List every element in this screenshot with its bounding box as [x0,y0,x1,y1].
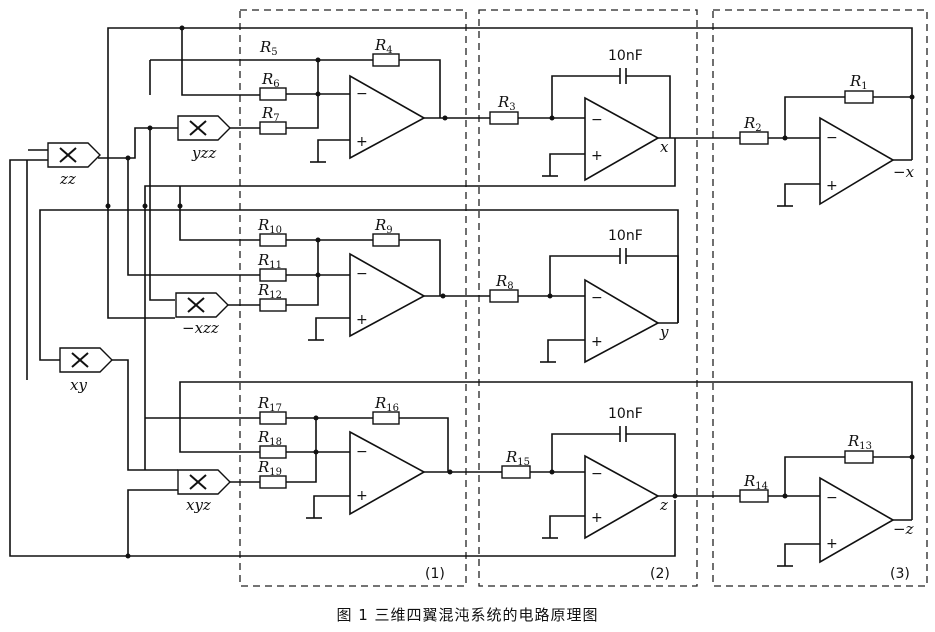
summer-x: − + R5 R6 R7 R4 [240,36,490,163]
integrator-y: − + R8 10nF y [489,228,679,364]
svg-text:−: − [826,130,838,146]
resistor-r11-label: R11 [257,251,282,271]
svg-text:−: − [591,466,603,482]
resistor-r6-label: R6 [261,70,280,90]
section-2-box [478,9,698,587]
resistor-r18-label: R18 [257,428,282,448]
svg-text:−: − [356,266,368,282]
svg-text:+: + [356,488,368,504]
resistor-r9-label: R9 [374,216,393,236]
multiplier-xyz: xyz [177,469,260,514]
svg-text:+: + [591,510,603,526]
svg-text:+: + [591,148,603,164]
svg-text:+: + [591,334,603,350]
multiplier-yzz-label: yzz [191,144,216,162]
output-y-label: y [659,323,669,341]
junction-dots [105,25,185,559]
multiplier-xzz: −xzz [175,292,260,337]
svg-text:+: + [356,312,368,328]
resistor-r3-label: R3 [497,93,516,113]
resistor-r13 [844,450,874,464]
resistor-r2 [739,131,769,145]
resistor-r8-label: R8 [495,272,514,292]
section-1-box [239,9,467,587]
integrator-x: − + R3 10nF x [489,48,740,182]
section-2-label: (2) [650,566,670,582]
figure-caption: 图 1 三维四翼混沌系统的电路原理图 [336,606,599,624]
svg-text:−: − [826,490,838,506]
multiplier-xy: xy [59,347,113,394]
resistor-r10-label: R10 [257,216,282,236]
resistor-r14-label: R14 [743,472,768,492]
multiplier-xyz-label: xyz [186,496,211,514]
resistor-r17-label: R17 [257,394,282,414]
output-x-label: x [660,138,669,156]
resistor-r13-label: R13 [847,432,872,452]
svg-text:−: − [591,290,603,306]
svg-text:+: + [826,536,838,552]
resistor-r15-label: R15 [505,448,530,468]
inverter-x: − + R2 R1 −x [739,72,915,207]
capacitor-z-label: 10nF [608,406,643,422]
capacitor-y-label: 10nF [608,228,643,244]
summer-z: − + R17 R18 R19 R16 [257,394,490,519]
resistor-r12-label: R12 [257,281,282,301]
summer-y: − + R10 R11 R12 R9 [257,216,490,341]
resistor-r2-label: R2 [743,114,762,134]
section-1-label: (1) [425,566,445,582]
resistor-r16-label: R16 [374,394,399,414]
resistor-r5-label: R5 [259,38,278,58]
resistor-r7-label: R7 [261,104,280,124]
svg-text:−: − [591,112,603,128]
section-3-label: (3) [890,566,910,582]
svg-text:+: + [356,134,368,150]
svg-text:+: + [826,178,838,194]
multiplier-zz-label: zz [59,170,76,188]
resistor-r19-label: R19 [257,458,282,478]
svg-text:−: − [356,86,368,102]
output-neg-z-label: −z [893,520,914,538]
bus-wiring [9,27,913,557]
resistor-r1-label: R1 [849,72,868,92]
multiplier-yzz: yzz [177,115,260,162]
resistor-r1 [844,90,874,104]
capacitor-x-label: 10nF [608,48,643,64]
output-neg-x-label: −x [893,163,915,181]
multiplier-zz: zz [28,142,101,188]
multiplier-xy-label: xy [70,376,87,394]
inverter-z: − + R14 R13 −z [739,432,915,567]
multiplier-xzz-label: −xzz [182,319,219,337]
resistor-r3 [489,111,519,125]
resistor-r8 [489,289,519,303]
svg-text:−: − [356,444,368,460]
resistor-r4-label: R4 [374,36,393,56]
integrator-z: − + R15 10nF z [490,406,740,540]
output-z-label: z [659,496,668,514]
